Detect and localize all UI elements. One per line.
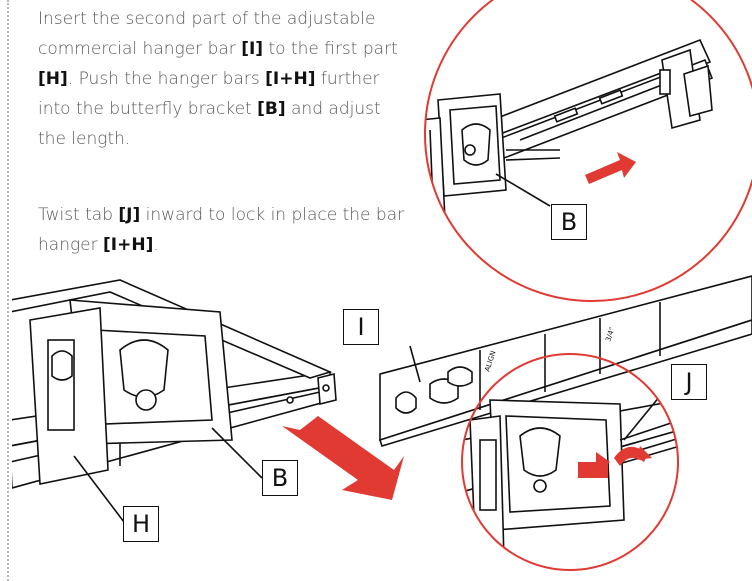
instruction-paragraph-2: Twist tab [J] inward to lock in place th… — [38, 205, 405, 255]
callout-b-main: B — [262, 460, 298, 496]
push-arrow-large — [282, 416, 404, 500]
twist-arrow-a — [578, 452, 610, 478]
twist-arrow-b — [614, 446, 652, 466]
callout-i: I — [343, 309, 379, 345]
main-assembly — [12, 279, 337, 523]
page-margin-rule — [7, 0, 9, 581]
callout-h: H — [123, 506, 159, 542]
callout-j: J — [671, 364, 707, 400]
push-arrow-small — [585, 152, 636, 184]
top-detail-view — [425, 38, 714, 243]
top-detail-circle — [424, 0, 752, 302]
callout-b-detail: B — [551, 204, 587, 240]
bottom-detail-circle — [461, 353, 679, 571]
instruction-paragraph-1: Insert the second part of the adjustable… — [38, 9, 398, 149]
